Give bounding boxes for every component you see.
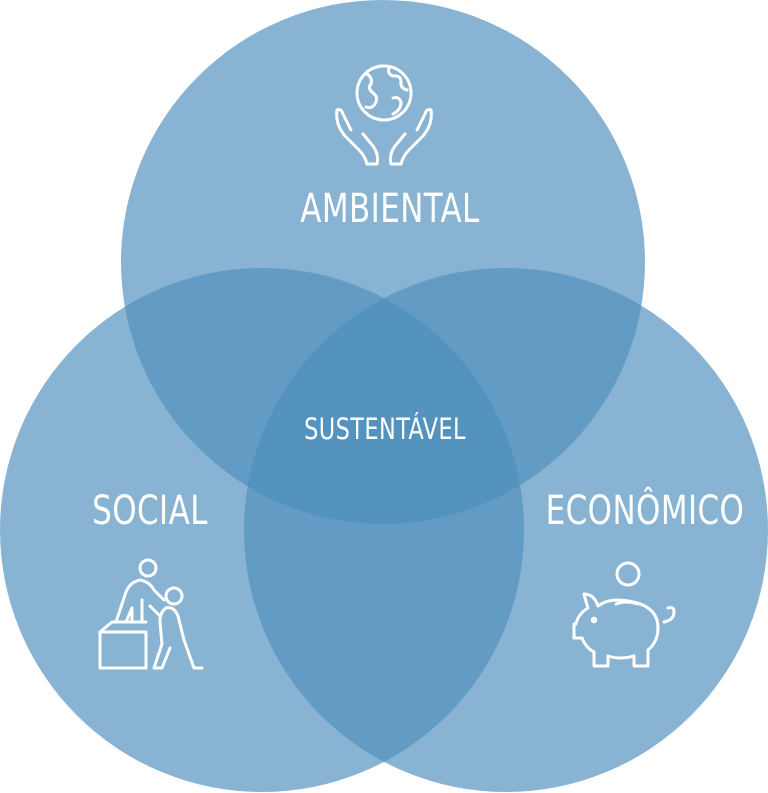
circle-social-label: SOCIAL: [92, 488, 208, 534]
piggy-bank-icon: [572, 561, 676, 668]
helping-hand-climb-icon: [98, 558, 204, 670]
globe-in-hands-icon: [335, 64, 433, 166]
circle-economico-label: ECONÔMICO: [545, 488, 745, 534]
center-intersection-label: SUSTENTÁVEL: [304, 412, 466, 446]
circle-ambiental-label: AMBIENTAL: [300, 186, 480, 232]
circle-economico: [244, 268, 768, 792]
